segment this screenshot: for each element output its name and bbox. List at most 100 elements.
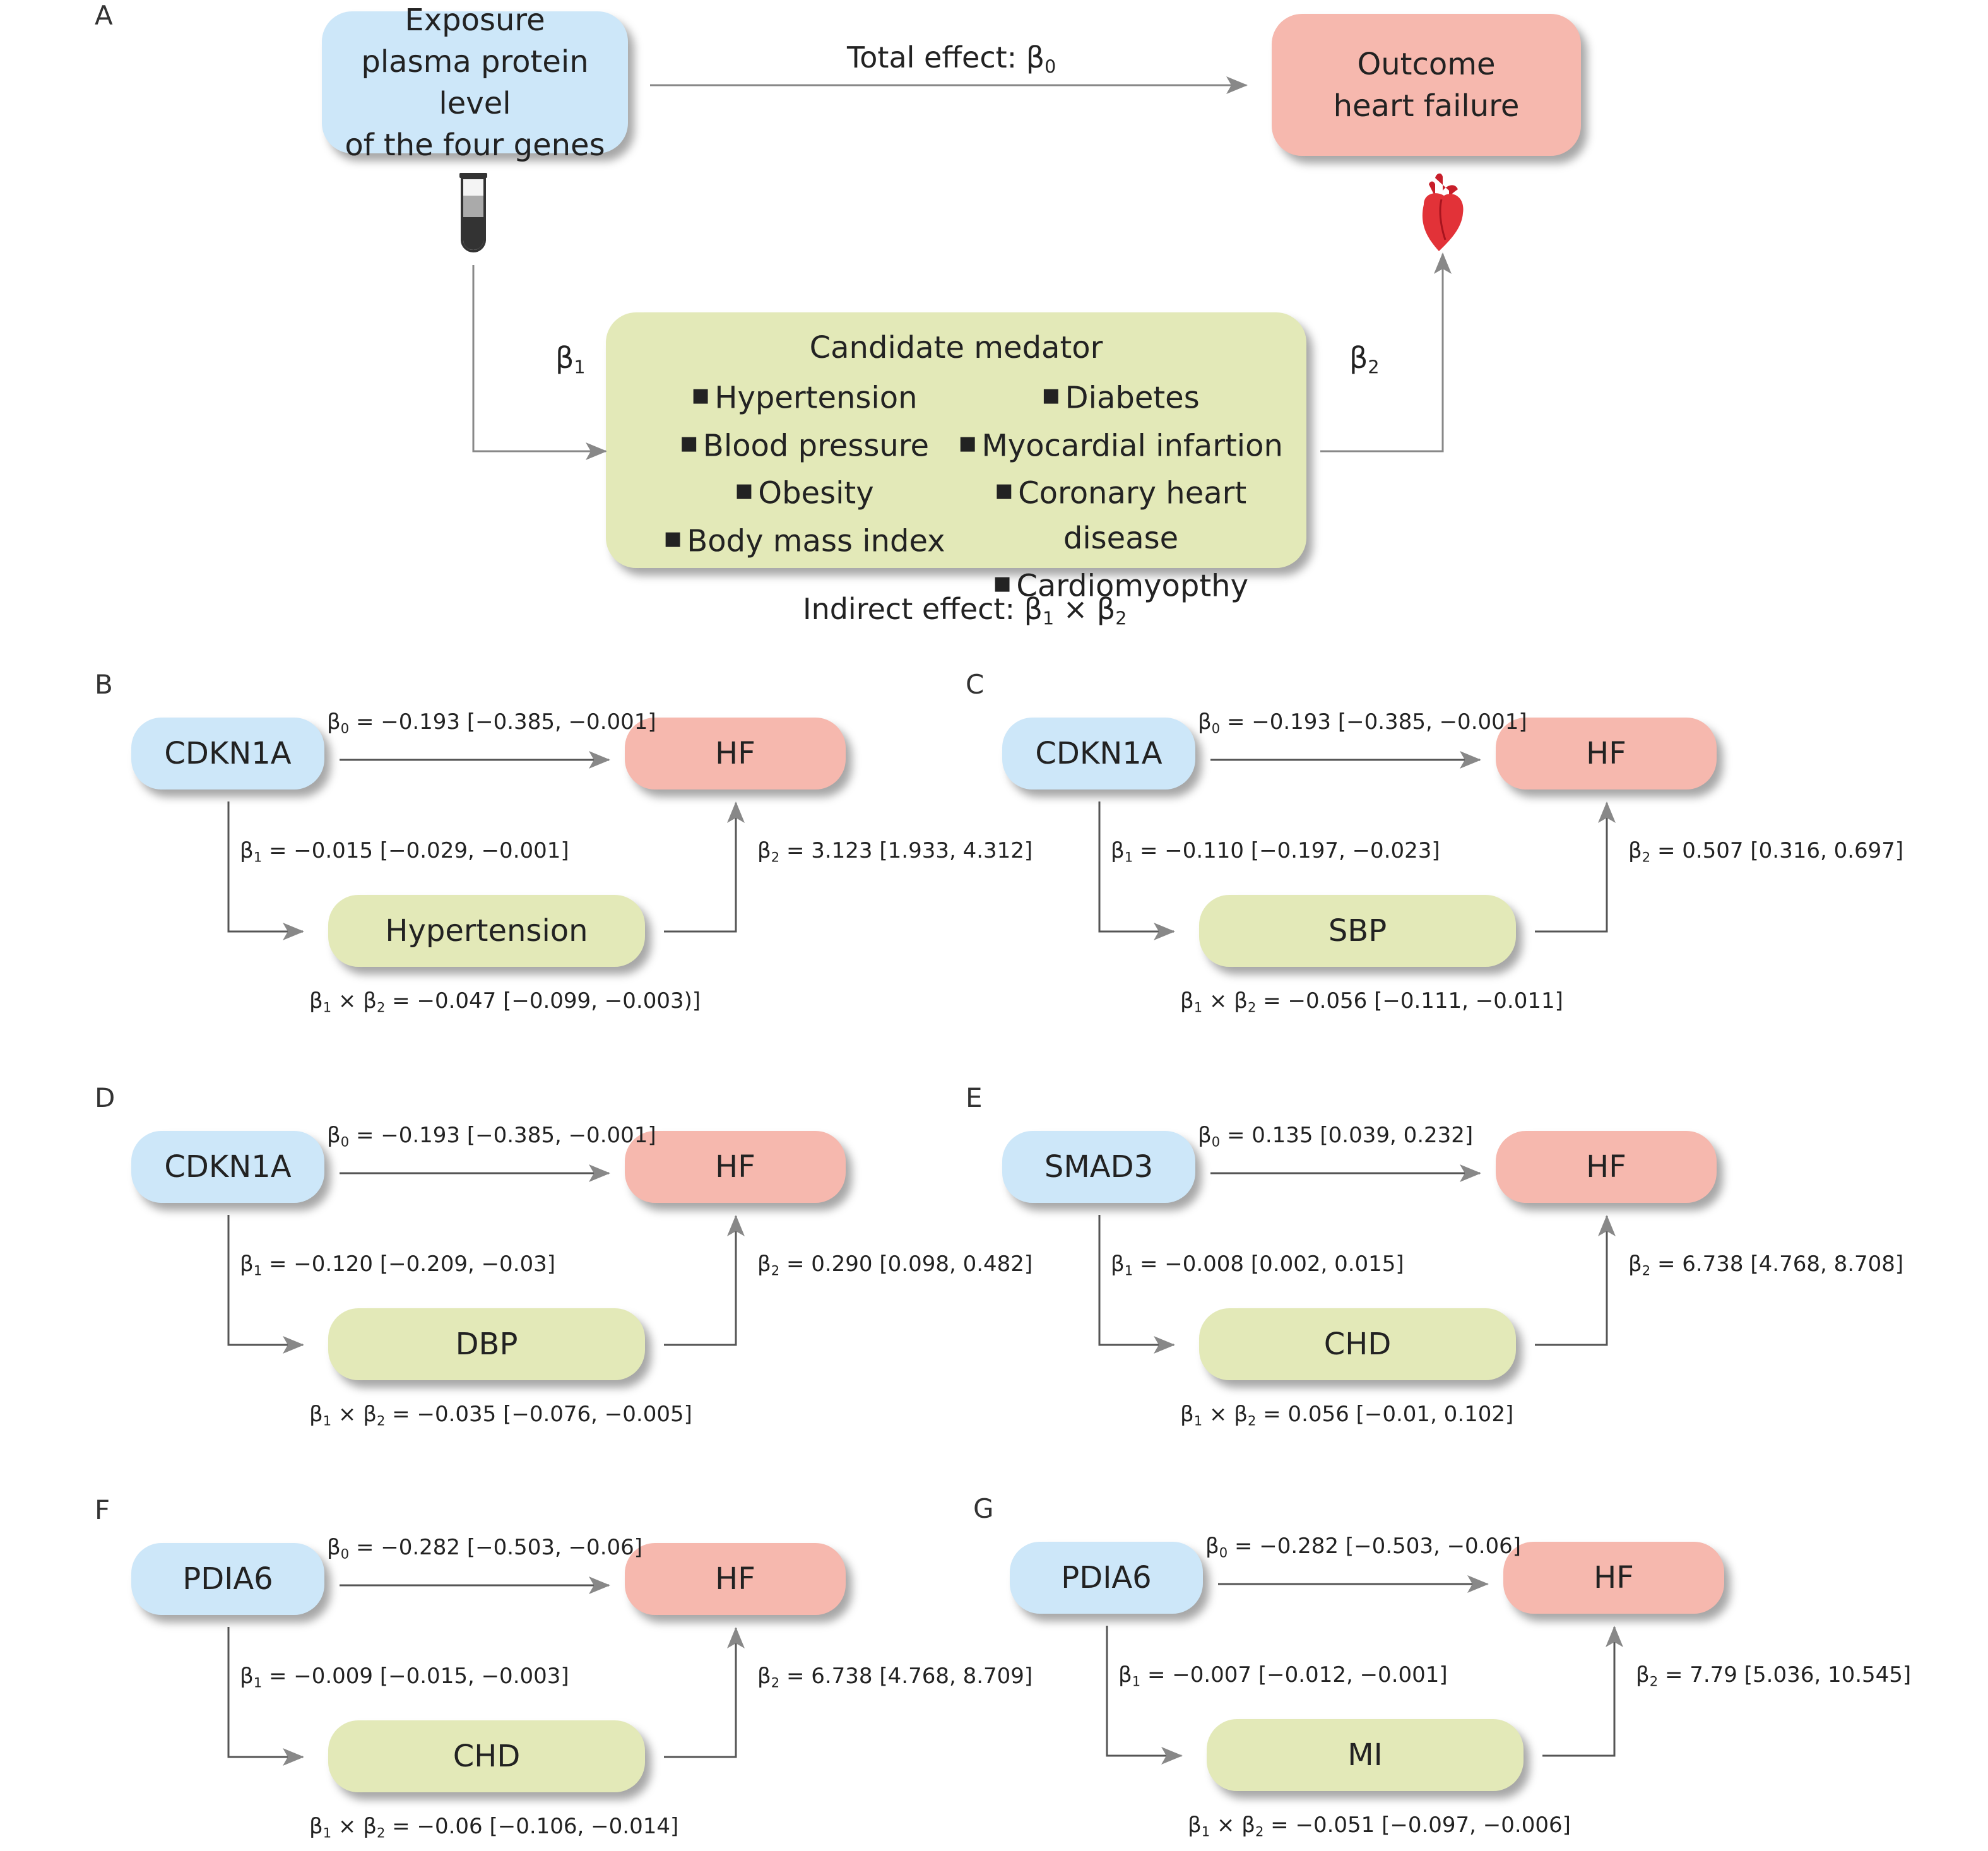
- outcome-node-c: HF: [1496, 718, 1717, 789]
- panel-label-b: B: [95, 669, 113, 700]
- beta1-label-a: β1: [555, 341, 586, 378]
- mediator-item: ■Hypertension: [692, 380, 918, 416]
- outcome-node-label: HF: [1586, 736, 1626, 771]
- beta0-annotation-f: β0 = −0.282 [−0.503, −0.06]: [327, 1535, 643, 1562]
- mediator-item: ■Cardiomyopthy: [993, 568, 1248, 603]
- mediator-list-left: ■Hypertension ■Blood pressure ■Obesity ■…: [664, 373, 945, 564]
- outcome-node-label: HF: [1594, 1560, 1634, 1595]
- arrow-mediator-to-outcome: [1320, 252, 1452, 452]
- beta1-annotation-f: β1 = −0.009 [−0.015, −0.003]: [240, 1664, 569, 1691]
- total-effect-label: Total effect: β0: [847, 40, 1056, 78]
- beta1-annotation-d: β1 = −0.120 [−0.209, −0.03]: [240, 1251, 556, 1279]
- mediator-item: ■Coronary heart disease: [995, 475, 1247, 556]
- arrow-b1-c: [1098, 801, 1175, 940]
- mediator-node-label: Hypertension: [385, 913, 588, 949]
- arrow-b1-g: [1106, 1626, 1183, 1765]
- panel-label-c: C: [966, 669, 985, 700]
- beta0-annotation-e: β0 = 0.135 [0.039, 0.232]: [1198, 1123, 1474, 1150]
- mediator-item: ■Blood pressure: [680, 428, 929, 463]
- outcome-node-f: HF: [625, 1543, 846, 1615]
- indirect-annotation-b: β1 × β2 = −0.047 [−0.099, −0.003)]: [309, 988, 701, 1015]
- panel-label-g: G: [973, 1493, 994, 1524]
- exposure-node-label: CDKN1A: [164, 736, 292, 771]
- beta2-annotation-f: β2 = 6.738 [4.768, 8.709]: [757, 1664, 1033, 1691]
- beta1-annotation-g: β1 = −0.007 [−0.012, −0.001]: [1118, 1662, 1448, 1689]
- mediator-node-f: CHD: [328, 1720, 645, 1792]
- exposure-node-e: SMAD3: [1002, 1131, 1195, 1203]
- outcome-node-g: HF: [1503, 1542, 1724, 1614]
- blood-tube-icon: [459, 173, 487, 252]
- outcome-node-label: HF: [1586, 1149, 1626, 1185]
- arrow-b2-g: [1542, 1626, 1623, 1757]
- outcome-node-label: HF: [715, 1561, 755, 1597]
- outcome-node-b: HF: [625, 718, 846, 789]
- indirect-annotation-g: β1 × β2 = −0.051 [−0.097, −0.006]: [1188, 1813, 1571, 1840]
- outcome-line-1: Outcome: [1357, 46, 1496, 82]
- beta2-annotation-d: β2 = 0.290 [0.098, 0.482]: [757, 1251, 1033, 1279]
- panel-label-f: F: [95, 1494, 110, 1525]
- beta2-label-a: β2: [1349, 341, 1380, 378]
- beta0-annotation-g: β0 = −0.282 [−0.503, −0.06]: [1205, 1534, 1522, 1561]
- arrow-b2-c: [1535, 801, 1616, 933]
- beta0-annotation-b: β0 = −0.193 [−0.385, −0.001]: [327, 709, 656, 736]
- indirect-annotation-d: β1 × β2 = −0.035 [−0.076, −0.005]: [309, 1402, 692, 1429]
- arrow-b1-d: [227, 1215, 304, 1354]
- beta2-annotation-b: β2 = 3.123 [1.933, 4.312]: [757, 838, 1033, 865]
- outcome-line-2: heart failure: [1333, 88, 1520, 124]
- beta2-annotation-g: β2 = 7.79 [5.036, 10.545]: [1636, 1662, 1912, 1689]
- indirect-effect-label: Indirect effect: β1 × β2: [803, 592, 1127, 629]
- beta0-annotation-d: β0 = −0.193 [−0.385, −0.001]: [327, 1123, 656, 1150]
- outcome-node-e: HF: [1496, 1131, 1717, 1203]
- heart-icon: [1422, 173, 1464, 251]
- panel-label-e: E: [966, 1082, 983, 1113]
- panel-label-d: D: [95, 1082, 115, 1113]
- exposure-node-label: PDIA6: [182, 1561, 273, 1597]
- arrow-b2-f: [664, 1627, 745, 1758]
- exposure-line-1: Exposure: [405, 2, 545, 38]
- arrow-b1-e: [1098, 1215, 1175, 1354]
- mediator-node-label: MI: [1347, 1737, 1383, 1773]
- indirect-annotation-c: β1 × β2 = −0.056 [−0.111, −0.011]: [1180, 988, 1563, 1015]
- beta1-annotation-b: β1 = −0.015 [−0.029, −0.001]: [240, 838, 569, 865]
- mediator-node-d: DBP: [328, 1308, 645, 1380]
- mediator-item: ■Myocardial infartion: [959, 428, 1283, 463]
- mediator-item: ■Body mass index: [664, 523, 945, 559]
- mediator-node-c: SBP: [1199, 895, 1516, 967]
- exposure-line-2: plasma protein level: [361, 44, 589, 121]
- exposure-text: Exposure plasma protein level of the fou…: [322, 0, 628, 166]
- mediator-node-g: MI: [1207, 1719, 1524, 1791]
- mediator-node-label: CHD: [1323, 1327, 1392, 1362]
- exposure-box: Exposure plasma protein level of the fou…: [322, 3, 628, 163]
- exposure-node-g: PDIA6: [1010, 1542, 1203, 1614]
- exposure-node-b: CDKN1A: [131, 718, 324, 789]
- mediator-node-e: CHD: [1199, 1308, 1516, 1380]
- indirect-annotation-e: β1 × β2 = 0.056 [−0.01, 0.102]: [1180, 1402, 1514, 1429]
- outcome-node-label: HF: [715, 736, 755, 771]
- arrow-b2-d: [664, 1215, 745, 1346]
- outcome-text: Outcome heart failure: [1334, 44, 1520, 127]
- exposure-node-c: CDKN1A: [1002, 718, 1195, 789]
- mediator-node-label: CHD: [453, 1739, 521, 1774]
- exposure-node-label: CDKN1A: [1035, 736, 1163, 771]
- mediator-item: ■Diabetes: [1042, 380, 1200, 416]
- arrow-b2-b: [664, 801, 745, 933]
- exposure-line-3: of the four genes: [345, 127, 605, 163]
- exposure-node-label: CDKN1A: [164, 1149, 292, 1185]
- arrow-exposure-to-mediator: [472, 265, 607, 460]
- exposure-node-f: PDIA6: [131, 1543, 324, 1615]
- beta0-annotation-c: β0 = −0.193 [−0.385, −0.001]: [1198, 709, 1527, 736]
- beta1-annotation-c: β1 = −0.110 [−0.197, −0.023]: [1111, 838, 1440, 865]
- mediator-item: ■Obesity: [735, 475, 874, 511]
- mediator-node-label: SBP: [1328, 913, 1387, 949]
- arrow-b2-e: [1535, 1215, 1616, 1346]
- arrow-b1-f: [227, 1627, 304, 1766]
- candidate-mediator-title: Candidate medator: [809, 330, 1103, 365]
- mediator-list-right: ■Diabetes ■Myocardial infartion ■Coronar…: [935, 373, 1306, 608]
- mediator-node-label: DBP: [455, 1327, 518, 1362]
- outcome-box: Outcome heart failure: [1272, 14, 1581, 156]
- exposure-node-label: SMAD3: [1044, 1149, 1154, 1185]
- outcome-node-label: HF: [715, 1149, 755, 1185]
- exposure-node-label: PDIA6: [1061, 1560, 1152, 1595]
- arrow-b1-b: [227, 801, 304, 940]
